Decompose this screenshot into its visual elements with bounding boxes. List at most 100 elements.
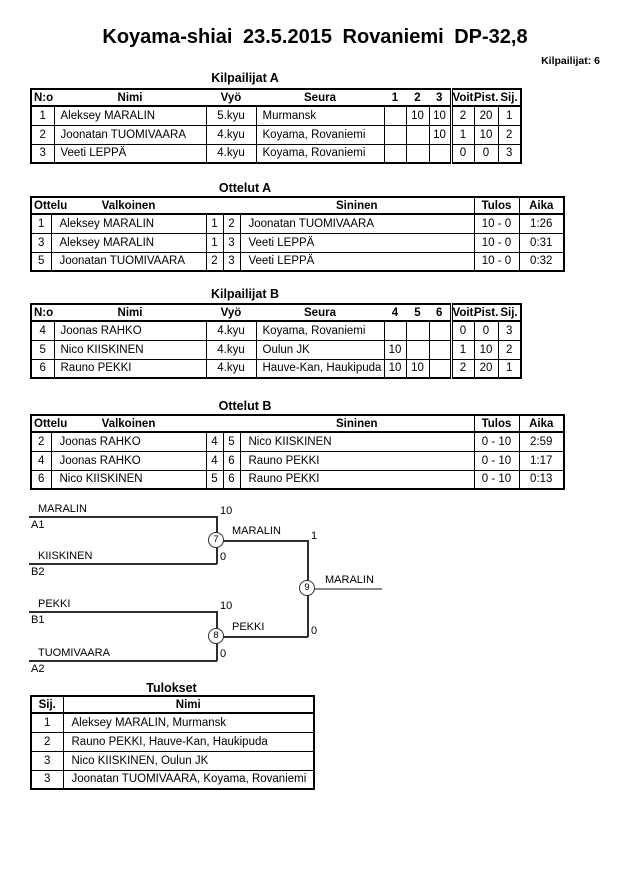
section-title-kilpailijat-b: Kilpailijat B <box>210 287 280 301</box>
bracket-entrant-name: TUOMIVAARA <box>38 647 110 659</box>
table-cell: Koyama, Rovaniemi <box>255 124 385 145</box>
header-cell: Voit. <box>449 89 477 107</box>
table-cell: 0:31 <box>518 232 565 253</box>
table-cell: Koyama, Rovaniemi <box>255 143 385 164</box>
header-cell: Tulos <box>473 197 519 215</box>
bracket-line <box>29 516 217 518</box>
header-cell: 3 <box>429 89 451 107</box>
table-cell: Nico KIISKINEN <box>50 469 207 490</box>
header-cell: Valkoinen <box>51 415 206 433</box>
header-cell: Nimi <box>54 89 206 107</box>
bracket-score: 0 <box>220 551 227 563</box>
header-cell: Seura <box>256 304 384 322</box>
table-cell: 2 <box>449 358 475 379</box>
competitor-count: Kilpailijat: 6 <box>541 55 600 67</box>
header-cell <box>206 415 223 433</box>
table-cell: Murmansk <box>255 105 385 126</box>
header-cell: N:o <box>31 304 54 322</box>
bracket-line <box>216 540 308 542</box>
table-cell: Hauve-Kan, Haukipuda <box>255 358 385 379</box>
header-cell: Seura <box>256 89 384 107</box>
match-circle-8: 8 <box>208 628 224 644</box>
table-cell: 10 - 0 <box>473 232 520 253</box>
header-cell: Nimi <box>62 696 314 714</box>
header-cell: Vyö <box>206 89 256 107</box>
bracket-score: 10 <box>220 600 233 612</box>
bracket-score: 0 <box>220 648 227 660</box>
table-cell: 1 <box>497 358 522 379</box>
section-title-ottelut-b: Ottelut B <box>218 399 272 413</box>
header-cell: Tulos <box>473 415 519 433</box>
table-cell: Joonatan TUOMIVAARA <box>239 213 475 234</box>
header-cell: Sij. <box>498 304 521 322</box>
table-cell: Veeti LEPPÄ <box>53 143 207 164</box>
bracket-entrant-name: KIISKINEN <box>38 550 93 562</box>
bracket-final-line <box>310 588 382 590</box>
bracket-entrant-seed: A2 <box>31 663 45 675</box>
table-header-row: Sij.Nimi <box>31 696 314 714</box>
header-cell <box>223 415 240 433</box>
header-cell <box>223 197 240 215</box>
table-cell: Koyama, Rovaniemi <box>255 320 385 341</box>
table-cell: 5 <box>205 469 224 490</box>
table-cell: 4.kyu <box>205 143 257 164</box>
bracket-score: 0 <box>311 625 318 637</box>
table-cell: Veeti LEPPÄ <box>239 232 475 253</box>
bracket-score: 10 <box>220 505 233 517</box>
table-cell: 3 <box>497 143 522 164</box>
bracket-winner-name: MARALIN <box>232 525 281 537</box>
bracket-line <box>29 660 217 662</box>
section-title-tulokset: Tulokset <box>146 681 197 695</box>
table-cell: 3 <box>30 769 64 790</box>
bracket-entrant-seed: B1 <box>31 614 45 626</box>
table-cell: 4.kyu <box>205 339 257 360</box>
header-cell: Sininen <box>240 415 474 433</box>
bracket-entrant-seed: B2 <box>31 566 45 578</box>
table-cell: 3 <box>30 750 64 771</box>
table-cell: 0 - 10 <box>473 469 520 490</box>
header-cell: 2 <box>406 89 429 107</box>
bracket-winner-name: PEKKI <box>232 621 265 633</box>
header-cell: Sij. <box>498 89 521 107</box>
table-cell: 1:26 <box>518 213 565 234</box>
table-cell: Rauno PEKKI <box>239 450 475 471</box>
table-cell: 1 <box>30 712 64 733</box>
table-cell: 20 <box>473 358 499 379</box>
header-cell: Pist. <box>474 89 498 107</box>
table-cell: 0:32 <box>518 251 565 272</box>
bracket-entrant-seed: A1 <box>31 519 45 531</box>
header-cell: 5 <box>406 304 429 322</box>
bracket-entrant-name: PEKKI <box>38 598 71 610</box>
header-cell: 6 <box>429 304 451 322</box>
header-cell: Vyö <box>206 304 256 322</box>
table-cell: Aleksey MARALIN, Murmansk <box>62 712 315 733</box>
table-cell: Rauno PEKKI <box>53 358 207 379</box>
match-circle-7: 7 <box>208 532 224 548</box>
header-cell: Valkoinen <box>51 197 206 215</box>
table-cell: 6 <box>30 469 52 490</box>
table-cell: 4.kyu <box>205 358 257 379</box>
table-cell: 5.kyu <box>205 105 257 126</box>
header-cell: Aika <box>518 415 564 433</box>
bracket-score: 1 <box>311 530 318 542</box>
table-cell: 10 <box>473 339 499 360</box>
